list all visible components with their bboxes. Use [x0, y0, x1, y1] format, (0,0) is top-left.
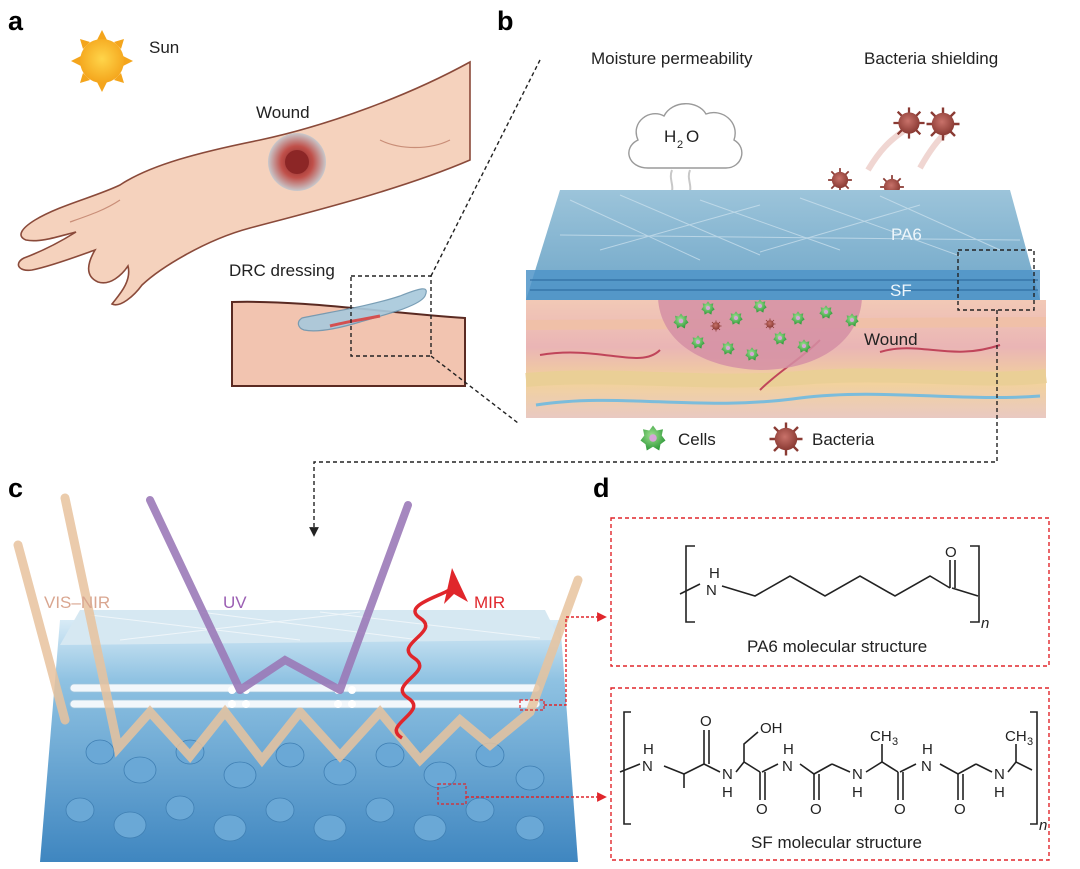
pa6-structure-box: [610, 517, 1050, 667]
sf-atom-n3: N: [782, 758, 793, 775]
arm-illustration: [17, 60, 471, 306]
sf-atom-n4: N: [852, 766, 863, 783]
water-h: H: [664, 127, 676, 146]
bacteria-icon: [925, 106, 961, 142]
water-subscript: 2: [677, 139, 683, 151]
sf-n-subscript: n: [1039, 817, 1047, 834]
water-cloud-icon: [628, 103, 743, 197]
wound-icon: [268, 133, 326, 191]
sf-atom-ch3-a: CH: [870, 728, 892, 745]
sf-atom-o1: O: [700, 713, 712, 730]
wound-label-a: Wound: [256, 103, 310, 122]
panel-b: b Moisture permeability Bacteria shieldi…: [309, 6, 1047, 537]
bacteria-shield-label: Bacteria shielding: [864, 49, 998, 68]
dressing-layers: [525, 190, 1047, 418]
mir-label: MIR: [474, 593, 505, 612]
sun-label: Sun: [149, 38, 179, 57]
wound-label-b: Wound: [864, 330, 918, 349]
dressing-label: DRC dressing: [229, 261, 335, 280]
panel-d: d H N O n PA6 molecular structure: [593, 473, 1050, 861]
dressing-icon: [297, 288, 427, 332]
pa6-structure: [679, 545, 980, 623]
cells-legend-icon: [640, 425, 666, 451]
sf-atom-ch3-b-sub: 3: [1027, 736, 1033, 748]
pa6-n-subscript: n: [981, 615, 989, 632]
sf-layer-label: SF: [890, 281, 912, 300]
sf-atom-n2: N: [722, 766, 733, 783]
sf-structure: [619, 711, 1038, 825]
pa6-atom-n: N: [706, 582, 717, 599]
sf-atom-ch3-a-sub: 3: [892, 736, 898, 748]
zoom-box-b: [957, 249, 1035, 311]
pa6-caption: PA6 molecular structure: [747, 637, 927, 656]
sf-atom-h3: H: [783, 741, 794, 758]
sf-atom-h5: H: [922, 741, 933, 758]
panel-d-letter: d: [593, 473, 610, 503]
pa6-atom-o: O: [945, 544, 957, 561]
panel-c: c: [8, 473, 607, 862]
sf-atom-h2: H: [722, 784, 733, 801]
sf-atom-o4: O: [894, 801, 906, 818]
panel-c-letter: c: [8, 473, 23, 503]
sf-structure-box: [610, 687, 1050, 861]
sf-atom-o3: O: [810, 801, 822, 818]
uv-label: UV: [223, 593, 247, 612]
sf-atom-ch3-b: CH: [1005, 728, 1027, 745]
fiber-block: [40, 610, 578, 862]
sf-caption: SF molecular structure: [751, 833, 922, 852]
panel-b-letter: b: [497, 6, 514, 36]
sun-icon: [71, 30, 133, 92]
pa6-atom-h: H: [709, 565, 720, 582]
sf-atom-n5: N: [921, 758, 932, 775]
mir-wave: [394, 568, 468, 740]
legend-bacteria: Bacteria: [812, 430, 875, 449]
panel-a: a Sun Wound DRC dressing: [8, 6, 541, 424]
bacteria-icon: [892, 106, 926, 140]
legend-cells: Cells: [678, 430, 716, 449]
sf-atom-h4: H: [852, 784, 863, 801]
sf-atom-n6: N: [994, 766, 1005, 783]
bacteria-legend-icon: [768, 421, 804, 457]
bacteria-icon: [827, 167, 853, 193]
sf-atom-o2: O: [756, 801, 768, 818]
visnir-label: VIS–NIR: [44, 593, 110, 612]
sf-atom-n1: N: [642, 758, 653, 775]
zoom-box-a: [350, 275, 432, 357]
sf-atom-o5: O: [954, 801, 966, 818]
uv-beams: [146, 496, 412, 694]
visnir-beams: [13, 493, 583, 768]
water-o: O: [686, 127, 699, 146]
sf-atom-h1: H: [643, 741, 654, 758]
sf-atom-oh: OH: [760, 720, 783, 737]
panel-a-letter: a: [8, 6, 24, 36]
moisture-label: Moisture permeability: [591, 49, 753, 68]
sf-atom-h6: H: [994, 784, 1005, 801]
pa6-layer-label: PA6: [891, 225, 922, 244]
